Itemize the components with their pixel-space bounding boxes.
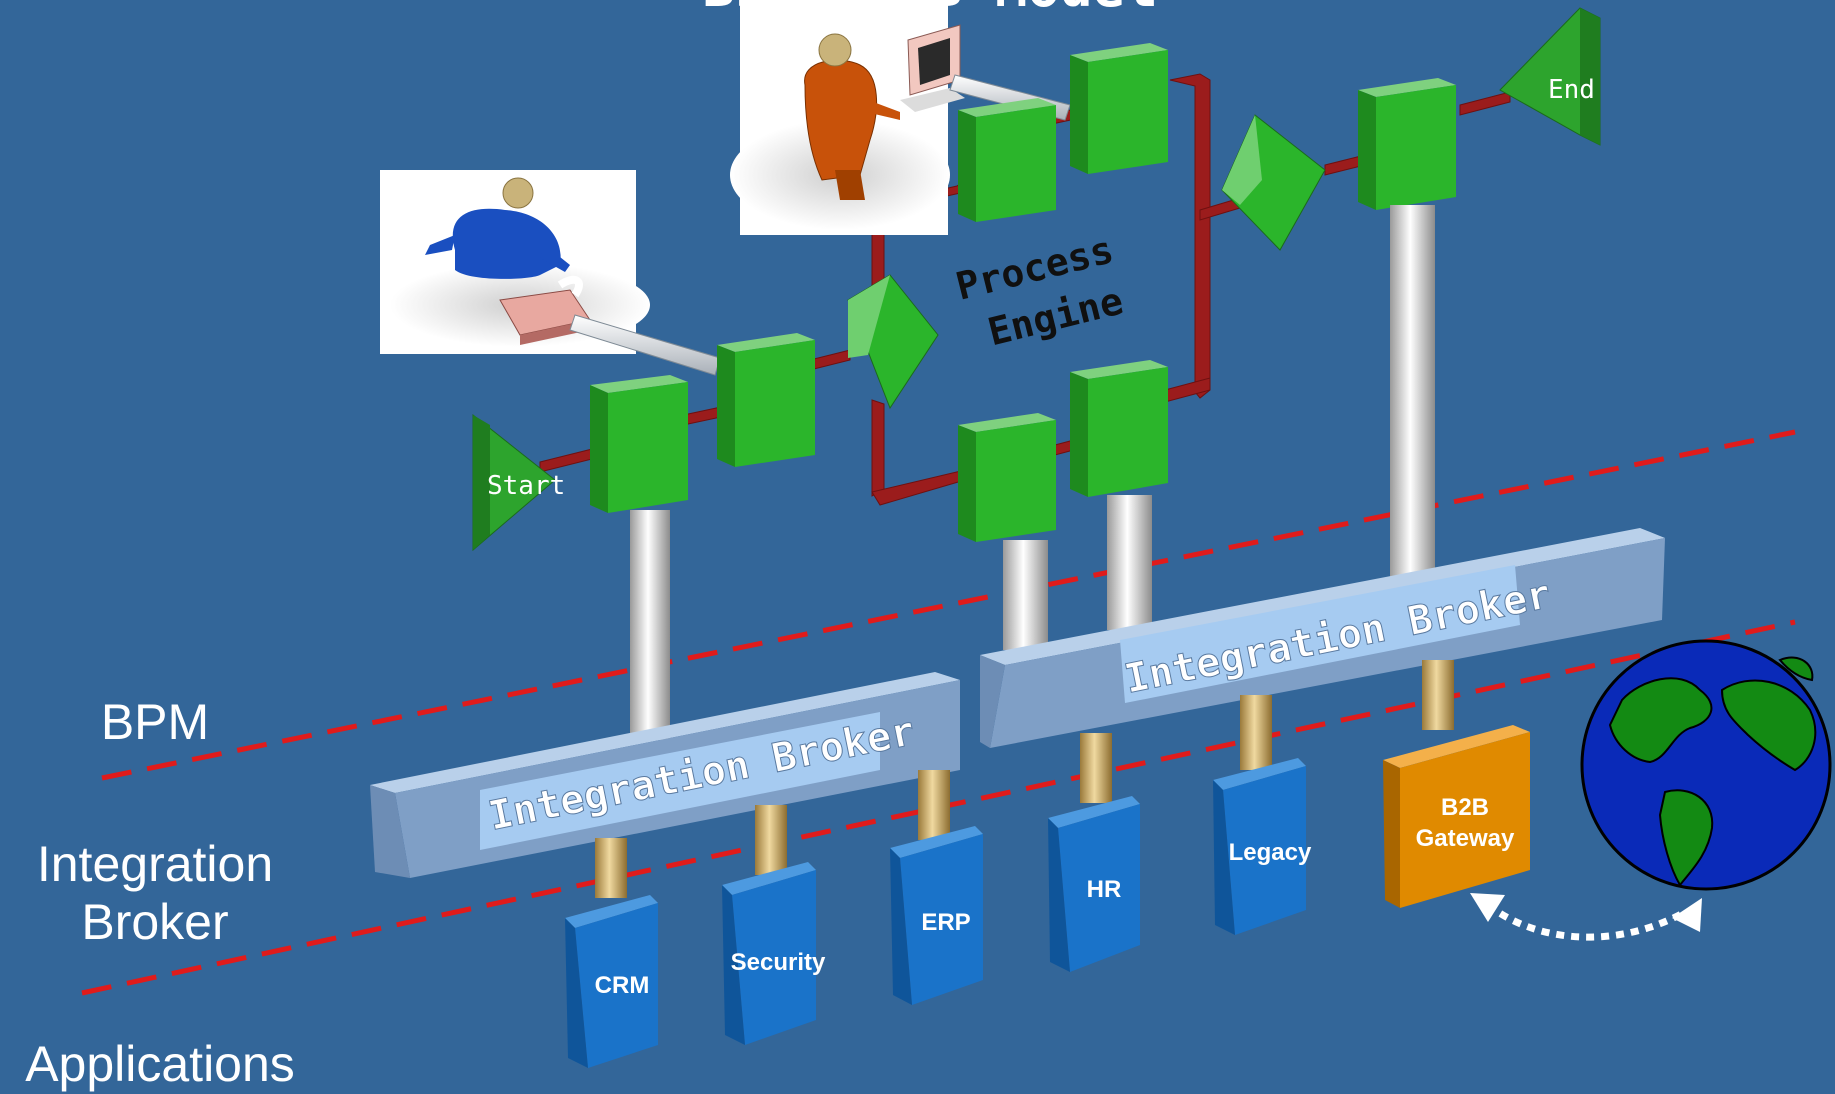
app-label-crm: CRM [595,972,650,999]
pillars [630,205,1435,740]
task-7 [1358,78,1456,210]
broker-bar-1 [370,672,960,878]
end-label: End [1548,75,1595,105]
decision-1 [847,274,939,410]
process-nodes [472,7,1601,552]
gateway-label-line2: Gateway [1416,825,1515,852]
b2b-connection-arrow [1470,893,1702,941]
divider-bpm [101,429,1796,781]
app-crm [565,895,658,1068]
gateway-label-line1: B2B [1441,794,1489,821]
app-security [722,862,816,1045]
app-label-security: Security [731,949,826,976]
globe-icon [1580,639,1832,891]
task-1 [590,375,688,513]
task-6 [1070,360,1168,497]
app-erp [890,826,983,1005]
app-label-erp: ERP [921,909,970,936]
decision-2 [1221,114,1326,251]
task-3 [958,98,1056,222]
broker-bar-2 [980,528,1665,748]
layer-label-bpm: BPM [100,694,210,750]
task-4 [1070,43,1168,174]
task-5 [958,413,1056,542]
layer-label-applications: Applications [25,1036,295,1092]
app-label-legacy: Legacy [1229,839,1312,866]
app-label-hr: HR [1087,876,1122,903]
start-label: Start [487,471,565,501]
start-event [472,413,556,552]
task-2 [717,333,815,467]
process-engine-label: Process Engine [952,227,1128,354]
app-b2b-gateway [1383,725,1530,908]
layer-label-integration: Integration Broker [10,836,300,951]
layer-label-integration-line1: Integration [36,836,274,892]
layer-label-integration-line2: Broker [81,893,229,950]
user-at-computer-icon [730,0,965,235]
app-connectors [595,660,1454,898]
app-hr [1048,796,1140,972]
app-legacy [1213,758,1306,935]
end-event [1499,7,1601,146]
